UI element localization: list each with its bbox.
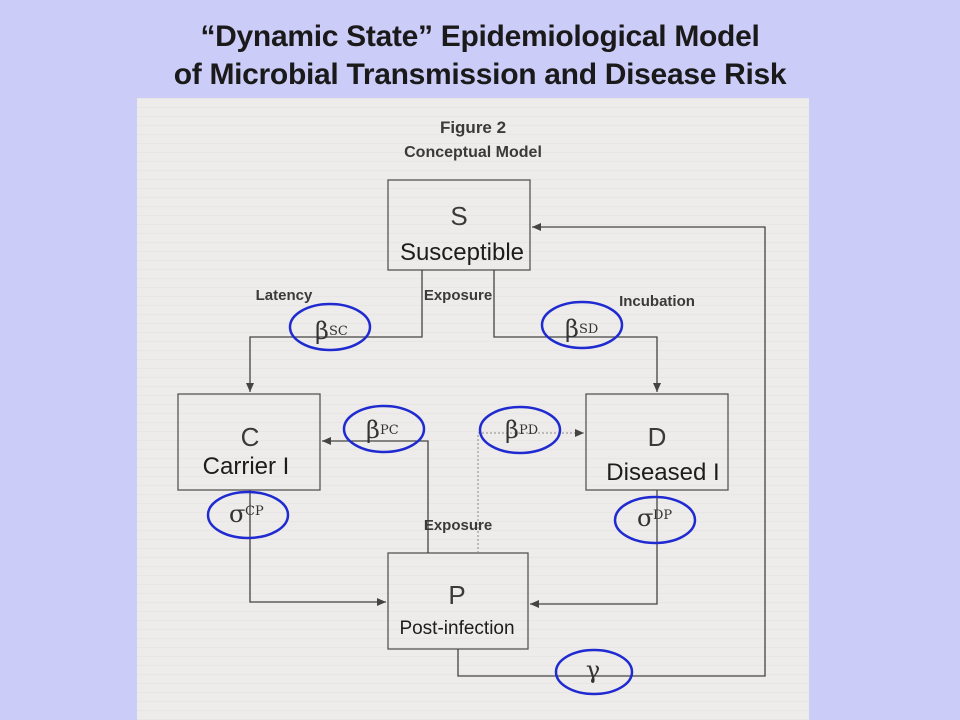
edge-p-to-c — [322, 437, 429, 553]
node-c-box — [177, 393, 321, 491]
param-beta-pd-symbol: β — [505, 416, 519, 444]
param-beta-pd-sub: PD — [519, 423, 538, 438]
param-sigma-cp: σ CP — [229, 500, 264, 528]
param-gamma-symbol: γ — [586, 656, 600, 684]
node-p-letter: P — [448, 580, 465, 610]
edge-s-to-c — [246, 270, 423, 392]
highlight-beta-pc — [342, 404, 426, 454]
param-beta-sd: β SD — [565, 315, 598, 343]
label-latency: Latency — [256, 287, 313, 304]
param-beta-sd-sub: SD — [579, 322, 598, 337]
edge-c-to-p — [249, 490, 386, 606]
title-line-1: “Dynamic State” Epidemiological Model — [200, 20, 760, 53]
label-exposure-bottom: Exposure — [424, 517, 492, 534]
edge-s-to-d — [493, 270, 661, 392]
figure-caption-line-2: Conceptual Model — [404, 144, 542, 161]
highlight-beta-sd — [540, 300, 624, 350]
highlight-beta-pd — [478, 405, 562, 455]
param-beta-pc-symbol: β — [366, 416, 380, 444]
param-beta-pc-sub: PC — [380, 423, 399, 438]
node-p-name: Post-infection — [399, 618, 514, 639]
scanned-figure — [137, 98, 809, 720]
edge-p-to-s — [457, 223, 766, 677]
node-s-box — [387, 179, 531, 271]
node-d-name: Diseased I — [606, 459, 719, 486]
param-sigma-dp-symbol: σ — [637, 504, 653, 532]
node-d-letter: D — [648, 422, 667, 452]
param-sigma-cp-sub: CP — [245, 504, 264, 519]
edge-d-to-p — [530, 490, 658, 608]
node-s-letter: S — [450, 201, 467, 231]
highlight-sigma-dp — [613, 495, 697, 545]
label-exposure-top: Exposure — [424, 287, 492, 304]
param-sigma-cp-symbol: σ — [229, 500, 245, 528]
param-beta-sc-sub: SC — [329, 324, 348, 339]
param-sigma-dp: σ DP — [637, 504, 672, 532]
param-gamma: γ — [586, 656, 600, 684]
highlight-beta-sc — [288, 302, 372, 352]
node-c-letter: C — [241, 422, 260, 452]
param-beta-pd: β PD — [505, 416, 538, 444]
param-beta-pc: β PC — [366, 416, 399, 444]
param-beta-sc-symbol: β — [315, 317, 329, 345]
node-c-name: Carrier I — [203, 453, 290, 480]
param-beta-sd-symbol: β — [565, 315, 579, 343]
label-incubation: Incubation — [619, 293, 695, 310]
slide-title: “Dynamic State” Epidemiological Model of… — [0, 18, 960, 94]
param-sigma-dp-sub: DP — [653, 508, 672, 523]
highlight-gamma — [554, 648, 634, 696]
title-line-2: of Microbial Transmission and Disease Ri… — [173, 58, 787, 91]
param-beta-sc: β SC — [315, 317, 348, 345]
edge-p-to-d — [477, 429, 584, 553]
highlight-sigma-cp — [206, 490, 290, 540]
node-s-name: Susceptible — [400, 239, 524, 266]
figure-caption-line-1: Figure 2 — [440, 118, 506, 137]
